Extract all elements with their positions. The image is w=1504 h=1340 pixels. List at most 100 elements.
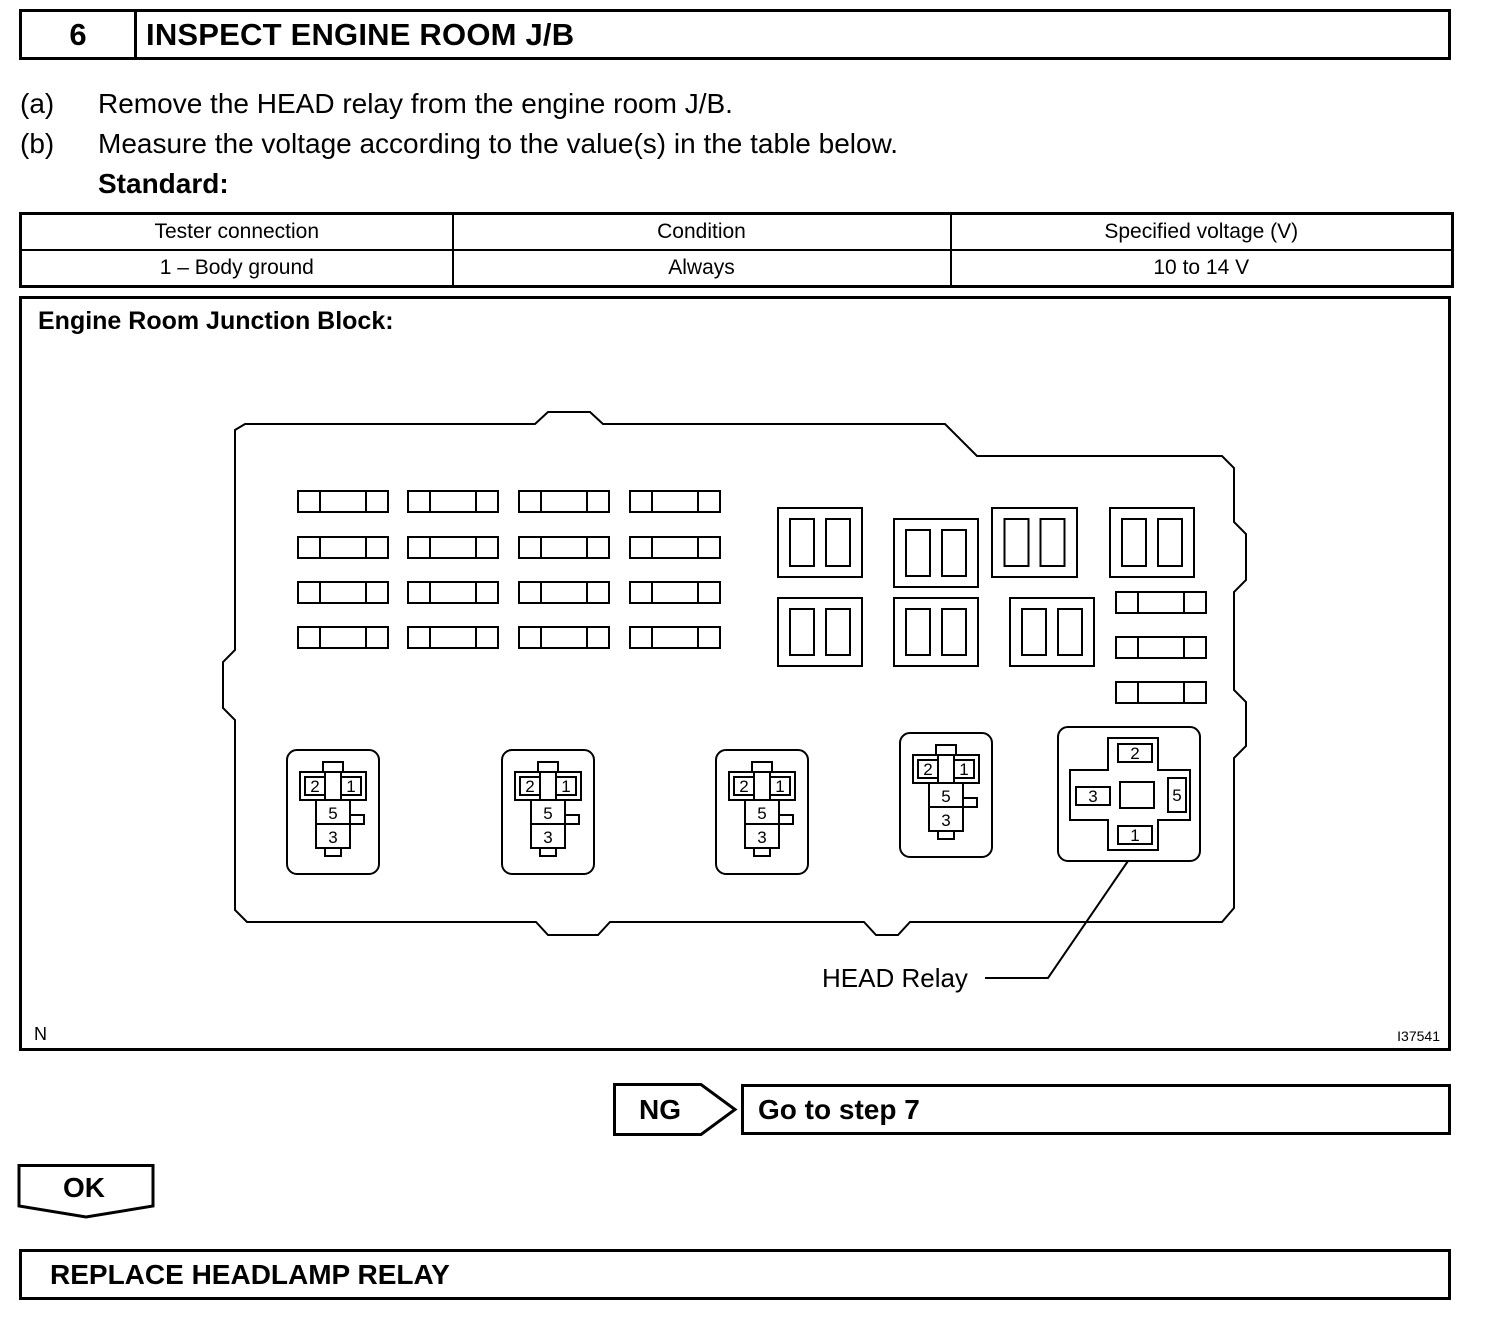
relay-socket [893,518,979,588]
fuse [518,626,610,649]
small-relay [715,749,809,875]
fuse [629,536,721,559]
relay-pin-label: 3 [941,811,950,830]
relay-pin [1167,777,1187,813]
relay-key [937,830,955,840]
ng-label: NG [639,1093,681,1125]
relay-slot [1157,518,1183,567]
head-relay-callout: HEAD Relay [822,963,968,993]
spec-table: Tester connection Condition Specified vo… [19,212,1454,288]
relay-socket [893,597,979,667]
relay-pin [1075,786,1111,806]
relay-pin-label: 3 [543,828,552,847]
final-action-text: REPLACE HEADLAMP RELAY [50,1258,450,1290]
fuse [1115,591,1207,614]
fuse [407,626,499,649]
relay-pin-label: 5 [757,804,766,823]
relay-key [753,847,771,857]
relay-tab [962,797,978,808]
orientation-mark: N [34,1024,47,1044]
relay-key [935,744,957,756]
ng-tag: NG [613,1083,738,1136]
relay-key [537,761,559,773]
fuse [1115,636,1207,659]
step-title: INSPECT ENGINE ROOM J/B [146,16,575,52]
relay-pin-label: 3 [328,828,337,847]
final-action-box: REPLACE HEADLAMP RELAY [19,1249,1451,1300]
relay-key [322,761,344,773]
instruction-a: (a) Remove the HEAD relay from the engin… [0,88,1500,124]
relay-slot [789,518,815,567]
standard-label: Standard: [98,168,229,199]
relay-pin-label: 5 [543,804,552,823]
fuse [407,581,499,604]
small-relay [501,749,595,875]
fuse [518,581,610,604]
relay-slot [941,608,967,656]
ng-target-text: Go to step 7 [758,1093,920,1125]
fuse [629,581,721,604]
relay-pin-label: 1 [346,777,355,796]
relay-socket [777,507,863,578]
relay-center-slot [1119,781,1155,809]
junction-block-outline [222,411,1247,936]
relay-pin-label: 2 [1130,744,1139,763]
fuse [629,490,721,513]
step-number: 6 [22,12,137,57]
fuse [297,581,389,604]
fuse [1115,681,1207,704]
fuse [407,490,499,513]
instruction-label: (b) [20,128,55,159]
relay-pin-label: 5 [1172,786,1181,805]
fuse [518,490,610,513]
ok-label: OK [63,1172,105,1203]
relay-pin [1117,825,1153,845]
table-cell: 1 – Body ground [19,249,454,288]
table-row: 1 – Body ground Always 10 to 14 V [19,249,1454,288]
table-header-row: Tester connection Condition Specified vo… [19,212,1454,251]
figure-title: Engine Room Junction Block: [38,307,394,335]
relay-slot [905,608,931,656]
relay-socket [1109,507,1195,578]
ng-arrow-icon [613,1083,738,1136]
table-header-cell: Specified voltage (V) [949,212,1454,251]
relay-socket [1009,597,1095,667]
relay-key [324,847,342,857]
small-relay [899,732,993,858]
fuse [297,626,389,649]
relay-slot [941,529,967,577]
instruction-b: (b) Measure the voltage according to the… [0,128,1500,164]
fuse [407,536,499,559]
relay-slot [1039,518,1066,567]
ok-arrow-icon [17,1164,155,1219]
relay-pin-label: 2 [923,760,932,779]
step-header: 6 INSPECT ENGINE ROOM J/B [19,9,1451,60]
relay-pin-label: 2 [525,777,534,796]
instruction-text: Remove the HEAD relay from the engine ro… [98,88,733,119]
fuse [297,490,389,513]
relay-slot [825,608,851,656]
ok-tag: OK [17,1164,157,1220]
relay-key [751,761,773,773]
ng-target-box: Go to step 7 [741,1084,1451,1135]
fuse [297,536,389,559]
relay-key [539,847,557,857]
relay-tab [349,814,365,825]
head-relay-pin-block [1069,737,1191,851]
relay-slot [1121,518,1147,567]
relay-slot [1003,518,1030,567]
relay-pin-label: 5 [941,787,950,806]
relay-slot [1021,608,1047,656]
fuse [518,536,610,559]
relay-pin-label: 2 [310,777,319,796]
fuse [629,626,721,649]
relay-pin-label: 2 [739,777,748,796]
relay-pin [1117,743,1153,763]
small-relay [286,749,380,875]
relay-pin-label: 5 [328,804,337,823]
relay-slot [1057,608,1083,656]
relay-pin-label: 1 [561,777,570,796]
relay-pin-label: 3 [757,828,766,847]
instruction-label: (a) [20,88,55,119]
